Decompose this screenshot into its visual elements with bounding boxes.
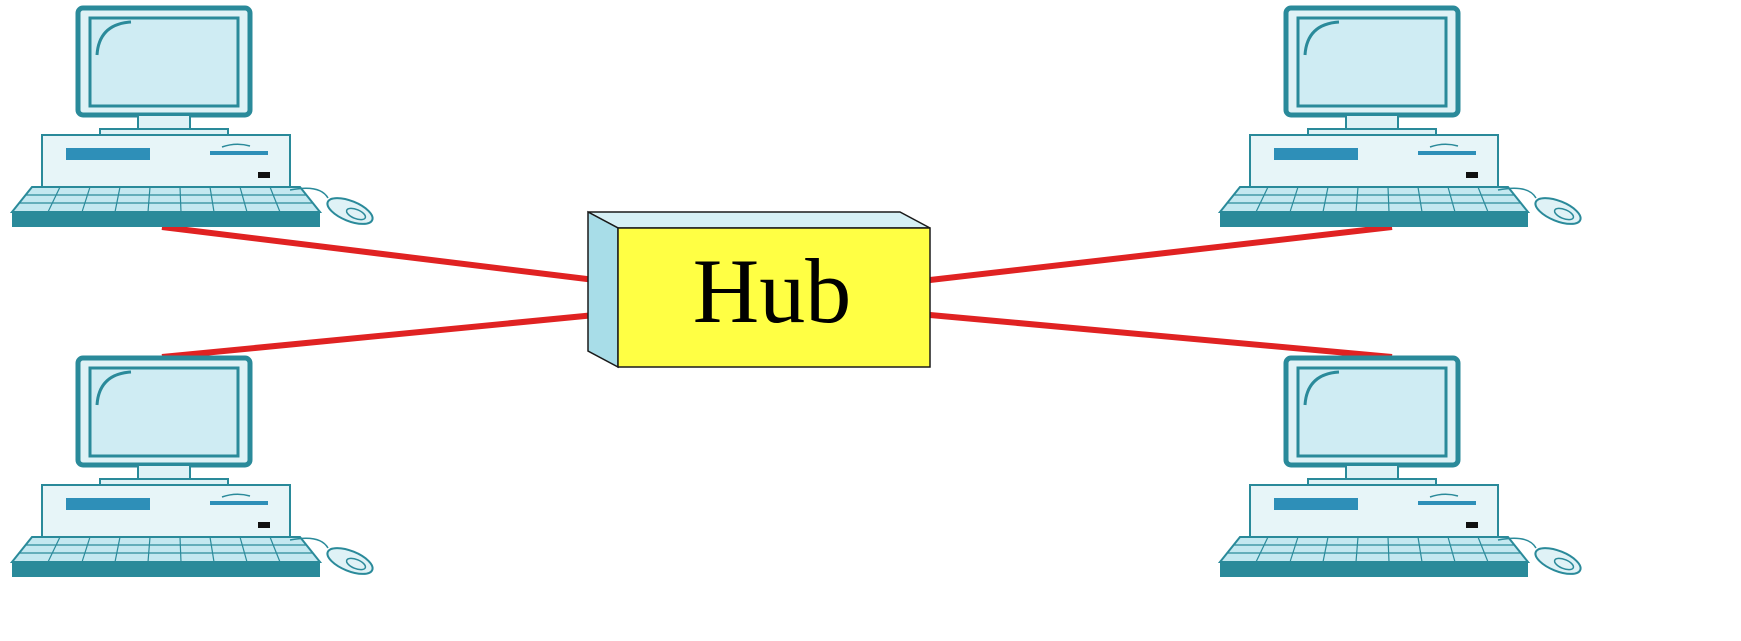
cable-bottom-left [161, 312, 596, 360]
cable-top-right [929, 224, 1393, 283]
desktop-computer-icon [12, 8, 376, 229]
computer-top-left [12, 8, 376, 229]
hub-label: Hub [693, 240, 851, 342]
desktop-computer-icon [12, 358, 376, 579]
hub-box: Hub [587, 210, 931, 369]
computer-bottom-right [1220, 358, 1584, 579]
desktop-computer-icon [1220, 8, 1584, 229]
computer-top-right [1220, 8, 1584, 229]
computer-bottom-left [12, 358, 376, 579]
cable-bottom-right [929, 312, 1393, 360]
desktop-computer-icon [1220, 358, 1584, 579]
cable-top-left [161, 224, 596, 283]
